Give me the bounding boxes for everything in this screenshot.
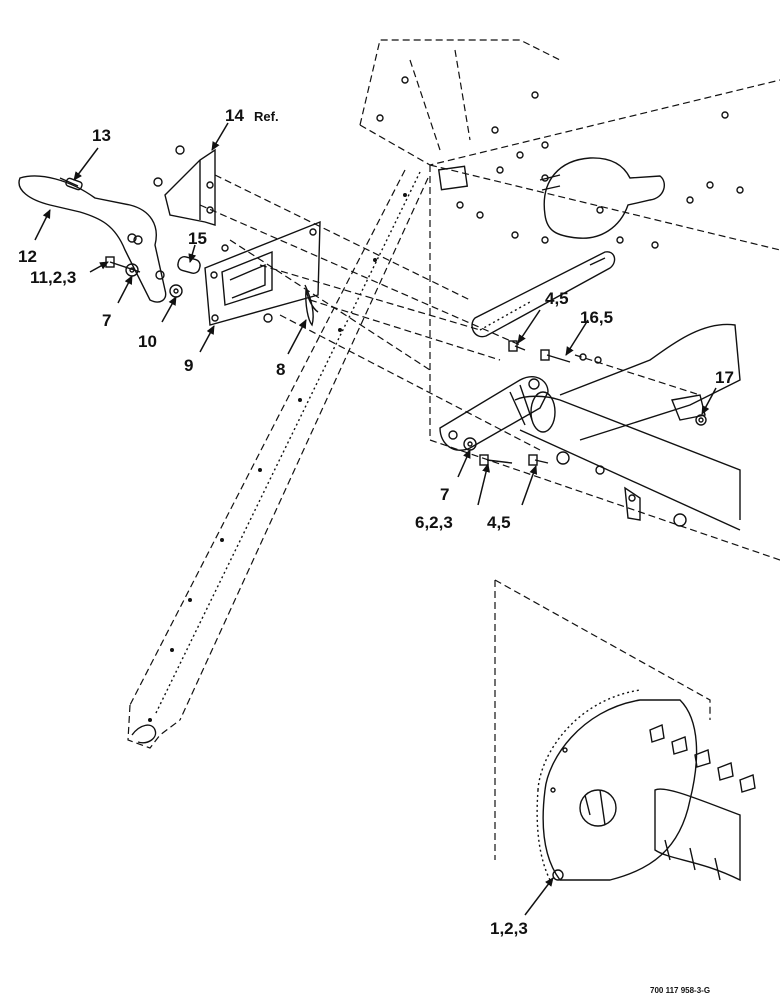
bolt-16 xyxy=(540,349,571,363)
callout-15: 15 xyxy=(188,229,207,248)
spacer-15 xyxy=(177,256,201,274)
header-side-panel xyxy=(359,39,780,440)
reel-arm xyxy=(514,391,741,531)
bolt-4-upper xyxy=(508,340,526,352)
alignment-lines xyxy=(199,174,780,561)
rod xyxy=(471,251,616,338)
drive-sprocket xyxy=(536,689,698,881)
callout-12: 12 xyxy=(18,247,37,266)
drive-housing-panel xyxy=(494,579,711,860)
operating-lever xyxy=(18,175,167,303)
callout-17: 17 xyxy=(715,368,734,387)
link-plate xyxy=(439,376,549,451)
conveyor-teeth xyxy=(649,724,756,882)
leader-arrows xyxy=(34,122,717,916)
callout-14: 14 xyxy=(225,106,244,125)
callout-8: 8 xyxy=(276,360,285,379)
nut-17 xyxy=(695,414,707,426)
bolt-6 xyxy=(479,454,513,466)
bolt-4-lower xyxy=(528,454,549,466)
callout-9: 9 xyxy=(184,356,193,375)
callout-1-2-3: 1,2,3 xyxy=(490,919,528,938)
nut-10 xyxy=(169,284,183,298)
callout-10: 10 xyxy=(138,332,157,351)
bracket-cam xyxy=(559,323,741,441)
document-number: 700 117 958-3-G xyxy=(650,986,710,995)
callout-11: 11,2,3 xyxy=(30,268,76,287)
mount-bracket xyxy=(164,148,216,226)
callout-7-left: 7 xyxy=(102,311,111,330)
hairpin-clip-8 xyxy=(304,284,319,327)
callout-7-lower: 7 xyxy=(440,485,449,504)
callout-4-5-upper: 4,5 xyxy=(545,289,569,308)
plate-9 xyxy=(204,220,321,326)
long-arm xyxy=(127,169,429,749)
callout-16-5: 16,5 xyxy=(580,308,613,327)
small-hardware xyxy=(127,145,602,364)
callout-13: 13 xyxy=(92,126,111,145)
callout-4-5-lower: 4,5 xyxy=(487,513,511,532)
callout-6-2-3: 6,2,3 xyxy=(415,513,453,532)
callout-14-ref: Ref. xyxy=(254,109,279,124)
